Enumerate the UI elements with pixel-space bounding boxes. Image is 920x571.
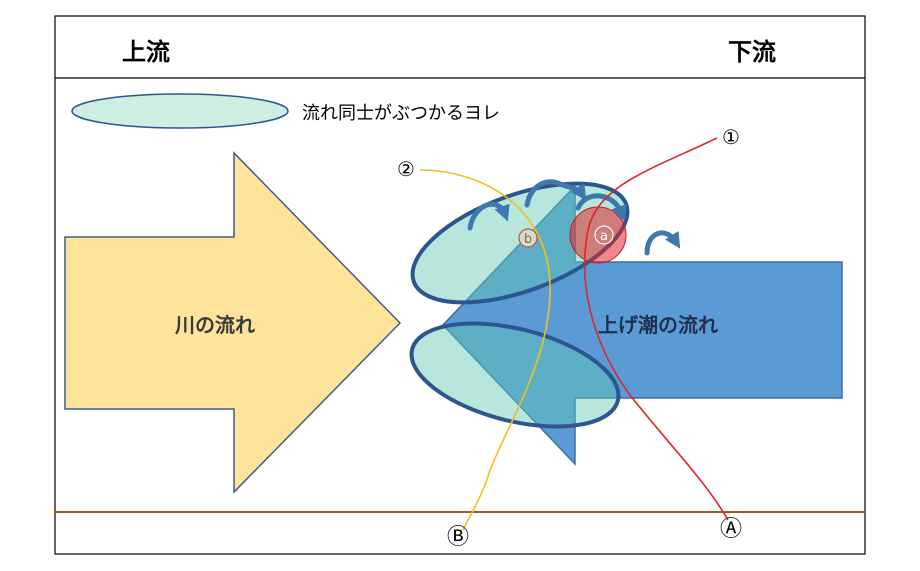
marker-a-label: a	[600, 229, 608, 244]
marker-b-circle	[518, 228, 538, 248]
swirl-arrow-2	[524, 179, 587, 208]
river-flow-arrow	[64, 151, 402, 494]
legend-eddy-swatch	[71, 93, 289, 129]
legend-label: 流れ同士がぶつかるヨレ	[302, 103, 500, 124]
point-B-label: Ⓑ	[447, 525, 469, 550]
swirl-arrow-1	[467, 201, 510, 231]
point-A-label: Ⓐ	[720, 517, 742, 542]
yellow-path-2	[419, 169, 551, 531]
spot-a	[569, 206, 627, 264]
upstream-label: 上流	[122, 38, 170, 66]
line-2-label: ②	[397, 157, 415, 181]
swirl-arrows	[467, 179, 681, 256]
tide-flow-label: 上げ潮の流れ	[598, 313, 718, 337]
eddy-lower	[409, 321, 621, 429]
river-flow-label: 川の流れ	[174, 313, 255, 337]
downstream-label: 下流	[728, 38, 776, 66]
swirl-arrow-4	[644, 230, 681, 256]
swirl-arrow-3	[575, 193, 627, 222]
marker-b-label: b	[524, 232, 532, 247]
red-path-1	[583, 137, 729, 521]
marker-a-circle	[594, 225, 614, 245]
line-1-label: ①	[722, 125, 740, 149]
